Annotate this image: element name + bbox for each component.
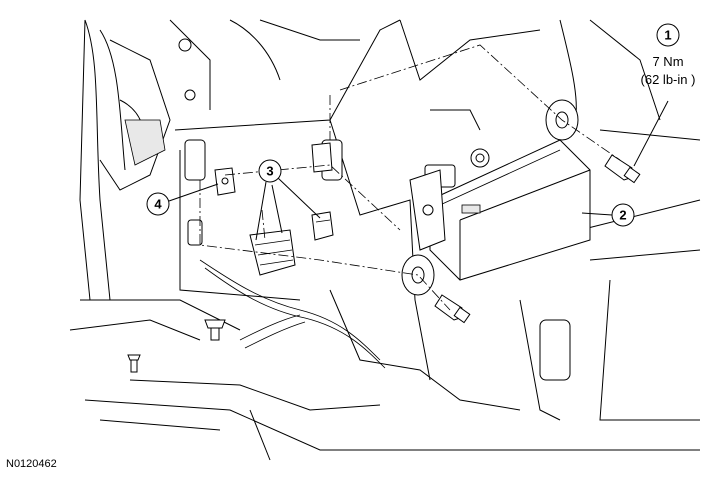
callout-3-group: 3 <box>255 159 321 241</box>
callout-3-circle <box>258 159 282 183</box>
vehicle-structure <box>69 19 701 461</box>
figure-id: N0120462 <box>6 458 57 470</box>
torque-spec-line2: (62 lb-in ) <box>641 72 696 87</box>
assembly-center-lines <box>199 44 621 311</box>
callout-1-circle <box>656 23 680 47</box>
bolt-lower <box>434 294 471 324</box>
callout-2-group: 2 <box>581 203 635 227</box>
callout-4-group: 4 <box>146 183 219 216</box>
control-module <box>409 139 591 281</box>
washer-lower <box>401 254 435 296</box>
callout-2-circle <box>611 203 635 227</box>
callout-1-group: 1 7 Nm (62 lb-in ) <box>633 23 696 167</box>
electrical-connector <box>249 211 334 276</box>
callout-3-number: 3 <box>266 164 273 179</box>
torque-spec-line1: 7 Nm <box>652 54 683 69</box>
callout-2-number: 2 <box>619 208 626 223</box>
callout-4-number: 4 <box>154 197 162 212</box>
bolt-upper <box>604 154 641 184</box>
callout-4-circle <box>146 192 170 216</box>
callout-1-number: 1 <box>664 28 671 43</box>
